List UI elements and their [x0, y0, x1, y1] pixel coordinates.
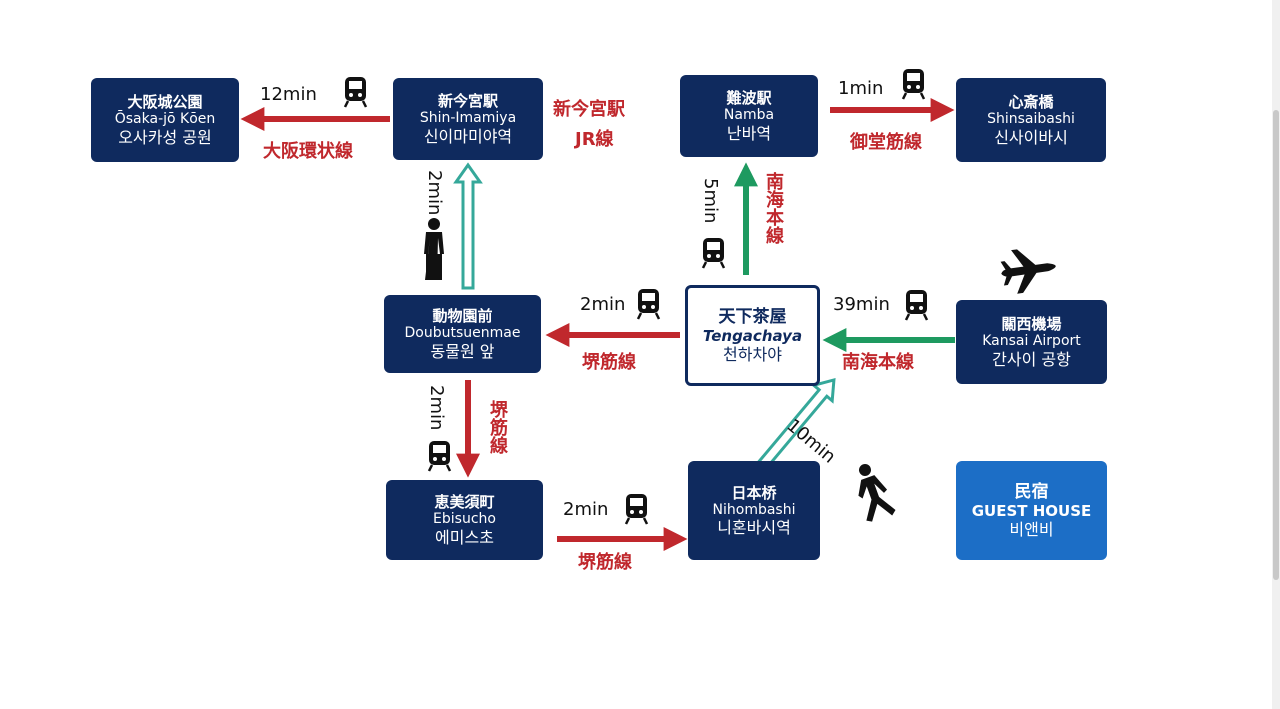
time-ebisu-to-nihom: 2min [563, 499, 609, 520]
train-icon [343, 77, 368, 108]
station-tengachaya: 天下茶屋 Tengachaya 천하차야 [685, 285, 820, 386]
time-doubutsu-to-ebisu: 2min [426, 385, 447, 431]
station-name-jp: 大阪城公園 [127, 93, 203, 111]
line-shin-jr-name: 新今宮駅 [553, 99, 625, 120]
station-name-en: Tengachaya [702, 327, 803, 346]
time-shin-to-osakajo: 12min [260, 84, 317, 105]
station-name-en: Shin-Imamiya [419, 110, 517, 126]
station-name-jp: 關西機場 [1001, 315, 1062, 333]
guest-house-name-en: GUEST HOUSE [971, 502, 1092, 521]
station-osakajo-koen: 大阪城公園 Ōsaka-jō Kōen 오사카성 공원 [91, 78, 239, 162]
line-namba-to-shinsaibashi: 御堂筋線 [850, 132, 922, 153]
station-name-ko: 간사이 공항 [992, 349, 1071, 369]
time-namba-to-shinsaibashi: 1min [838, 78, 884, 99]
guest-house-name-ko: 비앤비 [1009, 520, 1054, 540]
scrollbar[interactable] [1272, 0, 1280, 709]
station-name-en: Kansai Airport [982, 333, 1081, 349]
station-kansai-airport: 關西機場 Kansai Airport 간사이 공항 [956, 300, 1107, 384]
train-icon [901, 69, 926, 100]
station-name-en: Namba [723, 107, 775, 123]
guest-house-box: 民宿 GUEST HOUSE 비앤비 [956, 461, 1107, 560]
train-icon [624, 494, 649, 525]
station-name-ko: 난바역 [726, 123, 772, 143]
station-name-ko: 천하차야 [723, 345, 782, 365]
station-shinsaibashi: 心斎橋 Shinsaibashi 신사이바시 [956, 78, 1106, 162]
station-doubutsuenmae: 動物園前 Doubutsuenmae 동물원 앞 [384, 295, 541, 373]
line-ebisu-to-nihom: 堺筋線 [578, 552, 632, 573]
station-name-ko: 신사이바시 [994, 127, 1068, 147]
walk-arrow-doubutsu-to-shin [453, 162, 483, 290]
time-doubutsu-to-shin: 2min [424, 170, 445, 216]
station-name-jp: 難波駅 [726, 89, 772, 107]
line-tenga-to-doubutsu: 堺筋線 [582, 352, 636, 373]
line-tenga-to-namba: 南海本線 [763, 172, 784, 244]
station-name-en: Nihombashi [712, 501, 796, 518]
walking-person-icon [858, 464, 896, 522]
station-name-jp: 恵美須町 [434, 493, 495, 511]
walking-person-icon [424, 218, 444, 280]
station-shin-imamiya: 新今宮駅 Shin-Imamiya 신이마미야역 [393, 78, 543, 160]
station-name-ko: 니혼바시역 [717, 518, 791, 538]
train-icon [427, 441, 452, 472]
station-name-en: Shinsaibashi [987, 111, 1075, 127]
station-namba: 難波駅 Namba 난바역 [680, 75, 818, 157]
station-name-jp: 動物園前 [432, 307, 493, 325]
station-name-jp: 新今宮駅 [437, 92, 498, 110]
line-kansai-to-tenga: 南海本線 [842, 352, 914, 373]
time-kansai-to-tenga: 39min [833, 294, 890, 315]
guest-house-name-jp: 民宿 [1014, 481, 1049, 502]
airplane-icon [1000, 249, 1056, 294]
train-icon [904, 290, 929, 321]
station-name-ko: 오사카성 공원 [118, 127, 212, 147]
station-name-jp: 心斎橋 [1008, 93, 1054, 111]
time-tenga-to-doubutsu: 2min [580, 294, 626, 315]
station-name-ko: 에미스초 [435, 527, 494, 547]
station-name-jp: 天下茶屋 [718, 306, 787, 327]
station-name-en: Doubutsuenmae [404, 325, 521, 341]
station-name-ko: 신이마미야역 [423, 126, 513, 146]
line-shin-jr: JR線 [575, 129, 614, 150]
scrollbar-thumb[interactable] [1273, 110, 1279, 580]
time-tenga-to-namba: 5min [700, 178, 721, 224]
station-ebisucho: 恵美須町 Ebisucho 에미스초 [386, 480, 543, 560]
station-name-en: Ebisucho [433, 511, 496, 527]
station-name-ko: 동물원 앞 [430, 341, 495, 361]
line-doubutsu-to-ebisu: 堺筋線 [487, 400, 508, 454]
train-icon [636, 289, 661, 320]
station-name-en: Ōsaka-jō Kōen [114, 111, 216, 127]
station-nihombashi: 日本桥 Nihombashi 니혼바시역 [688, 461, 820, 560]
line-shin-to-osakajo: 大阪環状線 [263, 141, 353, 162]
train-icon [701, 238, 726, 269]
station-name-jp: 日本桥 [731, 483, 777, 502]
